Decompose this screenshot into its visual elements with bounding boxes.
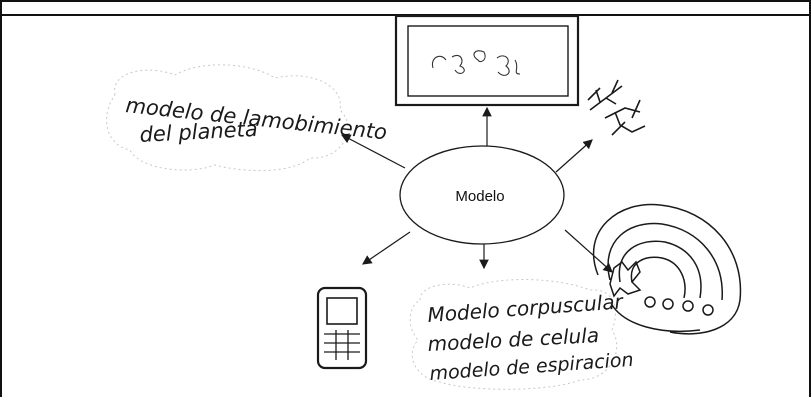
arrow-to-branch [555,139,593,173]
center-node [399,145,565,245]
tv-screen-icon [394,14,580,107]
atom-orbits-icon [592,203,742,335]
planet-note-line2: del planeta [139,117,258,147]
arrow-to-planet-note [340,134,406,169]
cellphone-icon [316,286,368,370]
bottom-note-line2: modelo de celula [427,323,600,356]
bottom-note-cloud [409,279,618,390]
branch-sketch-icon [587,79,646,136]
arrow-to-atom [564,229,613,273]
center-label: Modelo [455,188,504,205]
bottom-note-line1: Modelo corpuscular [427,289,626,327]
arrow-to-phone [362,231,411,265]
